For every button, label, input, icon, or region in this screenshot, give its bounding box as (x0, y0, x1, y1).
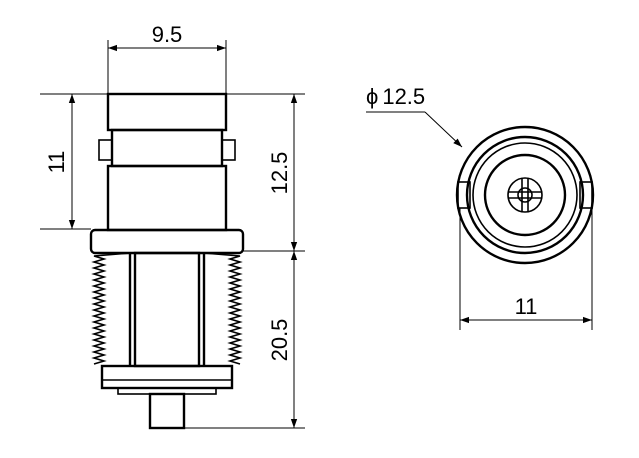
thread-right (203, 252, 243, 365)
thread-left (91, 252, 131, 365)
flange-circle (465, 135, 585, 255)
dim-flat-width: 11 (459, 208, 593, 330)
sleeve-circle (472, 142, 578, 248)
center-contact-outer (507, 177, 543, 213)
insulator-circle (483, 153, 567, 237)
solder-pin (148, 392, 186, 430)
front-view (455, 125, 595, 265)
lock-washer (100, 364, 234, 390)
center-contact-inner (517, 187, 533, 203)
hex-nut (89, 228, 245, 255)
dim-body-height: 11 (40, 93, 108, 230)
bayonet-cap (106, 92, 228, 132)
dim-body-height-label: 11 (44, 151, 69, 174)
dim-thread-length: 20.5 (184, 251, 305, 429)
diameter-symbol: ϕ (366, 84, 378, 109)
dim-upper-height-label: 12.5 (267, 152, 292, 195)
left-lug (98, 139, 113, 161)
front-left-lug (457, 181, 471, 209)
diameter-value: 12.5 (382, 84, 425, 109)
bayonet-sleeve (110, 128, 224, 168)
dim-thread-length-label: 20.5 (267, 319, 292, 362)
dim-top-width: 9.5 (107, 22, 227, 94)
dim-top-width-label: 9.5 (152, 22, 183, 47)
connector-body (106, 164, 228, 232)
side-view (89, 92, 245, 430)
front-right-lug (579, 181, 593, 209)
flat-side (133, 251, 201, 368)
right-lug (221, 139, 236, 161)
outer-circle (455, 125, 595, 265)
dim-upper-height: 12.5 (226, 93, 305, 252)
dim-flat-width-label: 11 (515, 294, 538, 319)
